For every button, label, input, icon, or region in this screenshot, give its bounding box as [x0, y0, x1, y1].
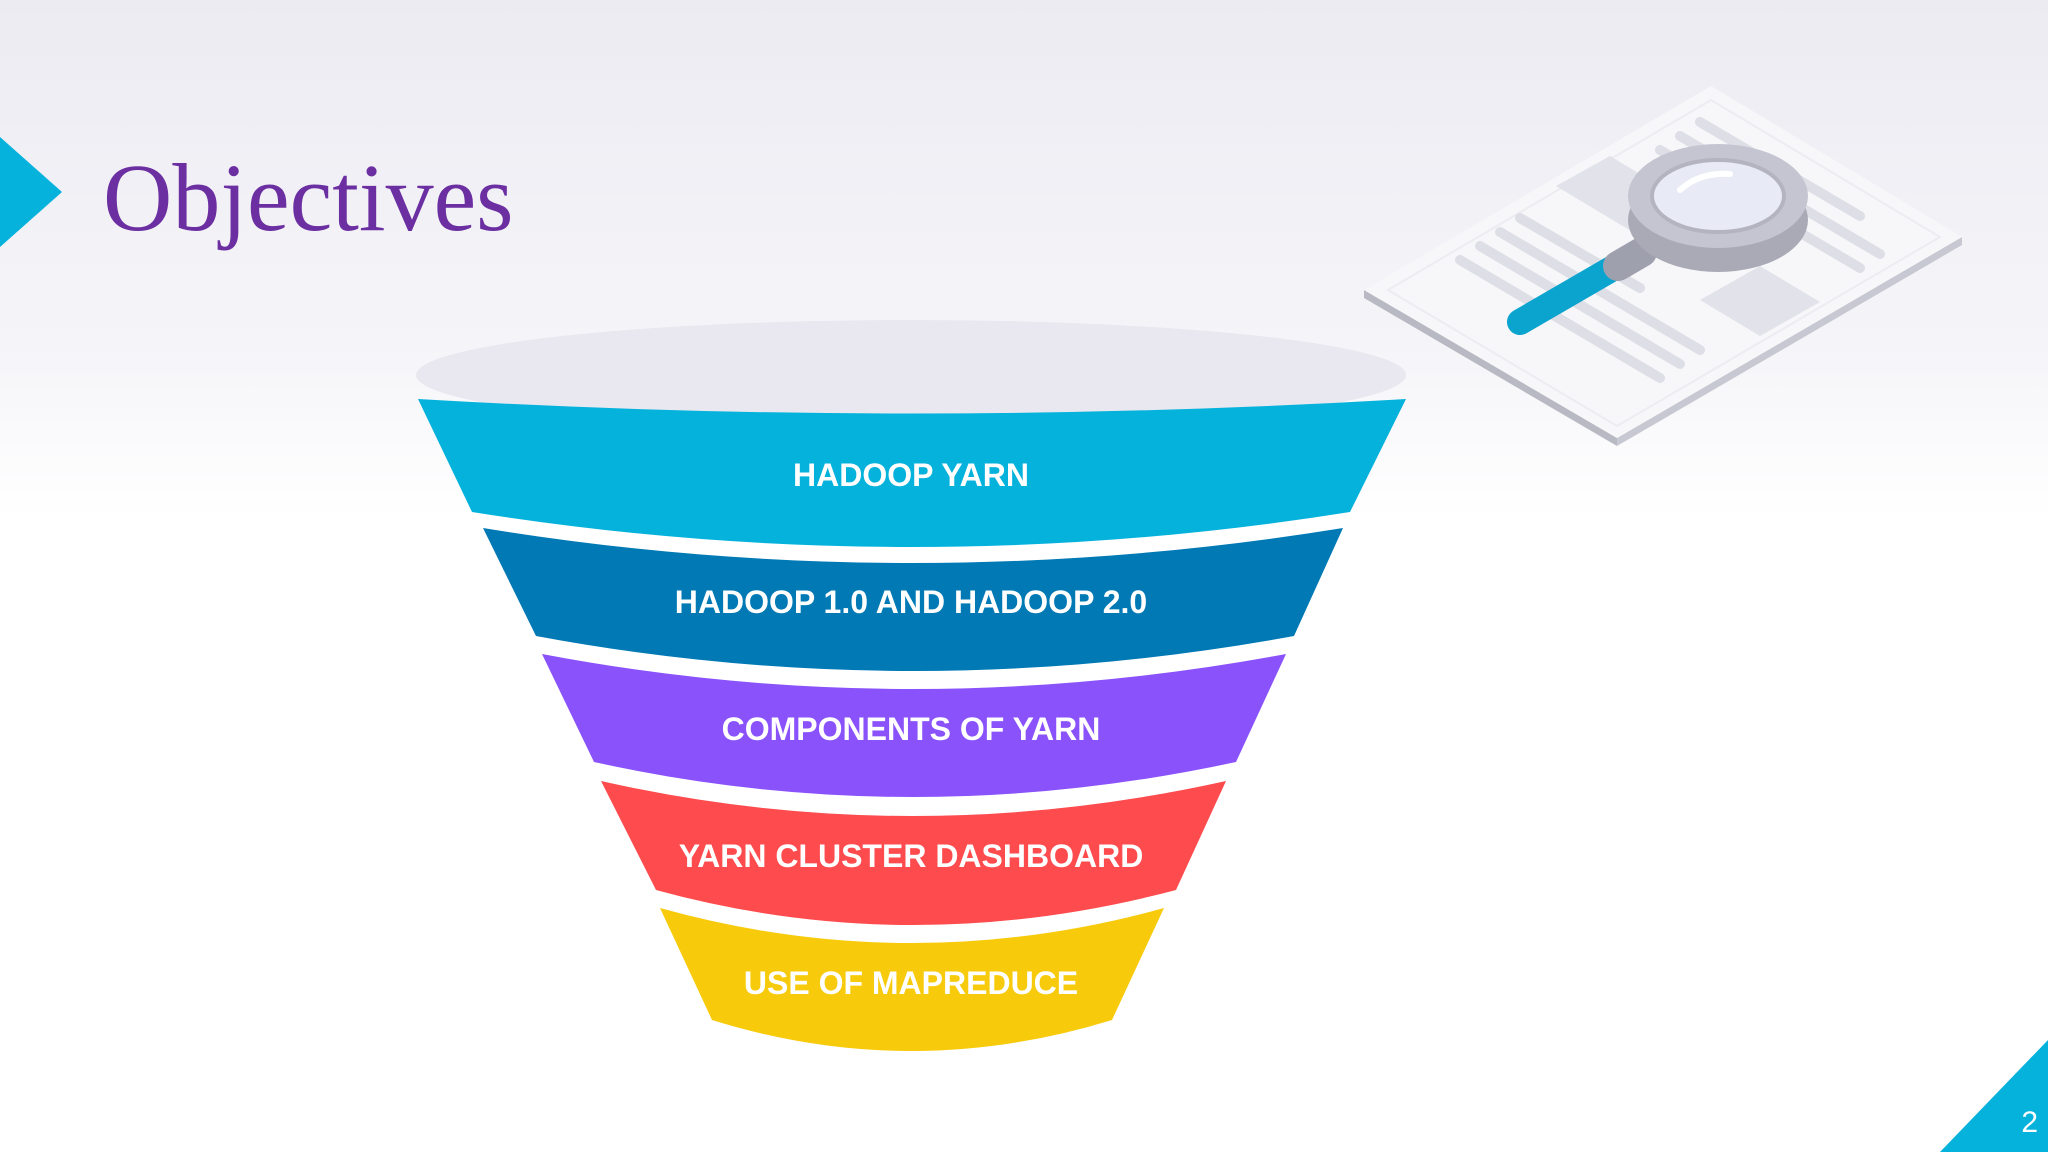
title-marker — [0, 137, 62, 247]
funnel-stage-4: YARN CLUSTER DASHBOARD — [601, 781, 1226, 925]
funnel-stage-label: COMPONENTS OF YARN — [722, 711, 1101, 747]
page-number: 2 — [2021, 1106, 2038, 1139]
page-title: Objectives — [103, 144, 514, 251]
funnel-stage-1: HADOOP YARN — [418, 399, 1406, 547]
document-icon — [1364, 86, 1962, 446]
funnel-stage-label: USE OF MAPREDUCE — [744, 965, 1078, 1001]
funnel-stage-label: YARN CLUSTER DASHBOARD — [679, 838, 1144, 874]
funnel-stage-5: USE OF MAPREDUCE — [660, 908, 1164, 1051]
funnel-rim — [416, 320, 1406, 430]
magnifier-icon — [1507, 144, 1808, 335]
funnel-stage-label: HADOOP YARN — [793, 457, 1029, 493]
funnel-stage-label: HADOOP 1.0 AND HADOOP 2.0 — [675, 584, 1147, 620]
funnel-stage-2: HADOOP 1.0 AND HADOOP 2.0 — [483, 528, 1343, 671]
funnel-stage-3: COMPONENTS OF YARN — [542, 654, 1286, 797]
page-number-badge: 2 — [1940, 1040, 2048, 1152]
